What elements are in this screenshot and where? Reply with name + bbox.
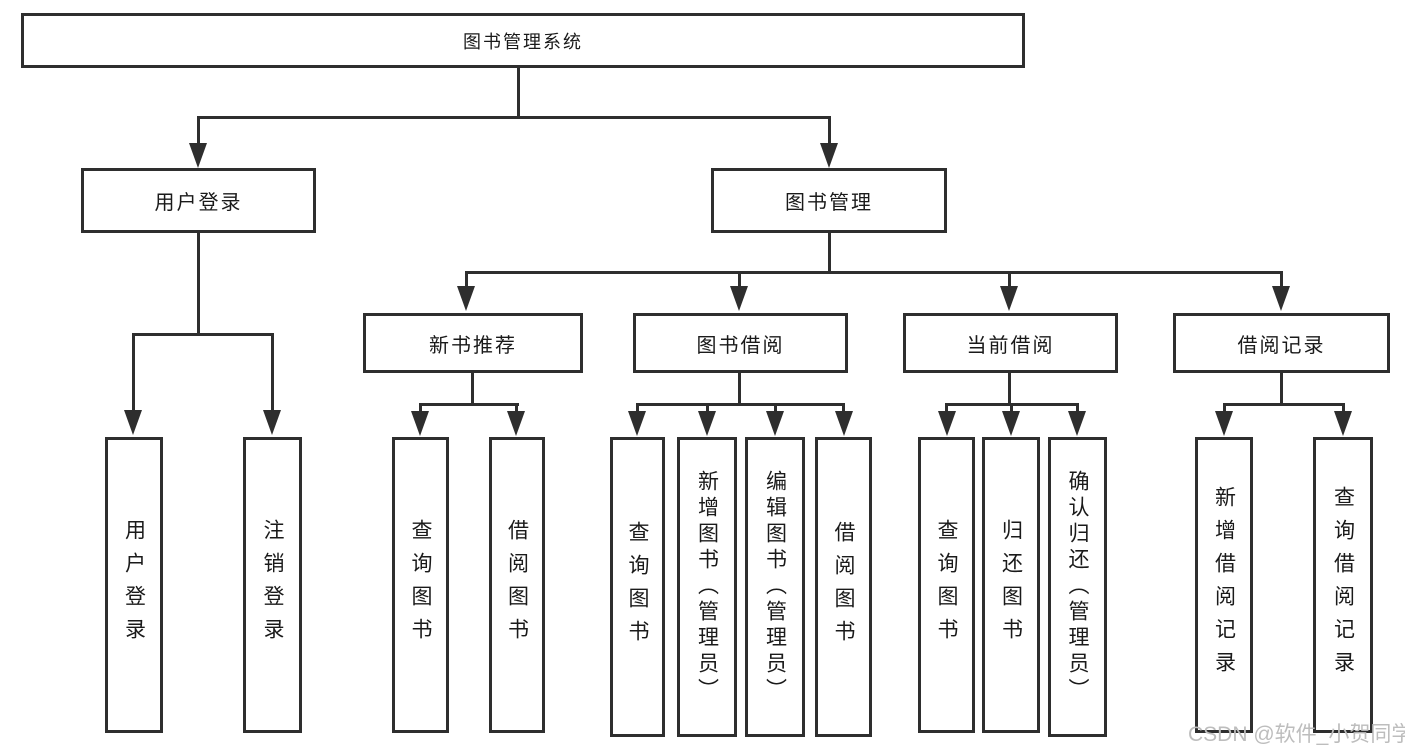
arrowhead-book-mgmt [820,143,838,168]
node-current-borrowing: 当前借阅 [903,313,1118,373]
connector-drop-bb-borrow [842,403,845,413]
node-new-book-recommend: 新书推荐 [363,313,583,373]
connector-drop-bb-query [636,403,639,413]
leaf-rec-query-books-label: 查询图书 [409,519,432,651]
connector-bb-split [636,403,844,406]
arrowhead-cb-return [1002,411,1020,436]
leaf-cb-query-books: 查询图书 [918,437,975,733]
connector-root-trunk [517,68,520,118]
node-book-management: 图书管理 [711,168,947,233]
arrowhead-cb-query [938,411,956,436]
leaf-br-add-record-label: 新增借阅记录 [1212,486,1236,684]
arrowhead-current-borrow [1000,286,1018,311]
arrowhead-br-add [1215,411,1233,436]
leaf-bb-edit-books-admin: 编辑图书（管理员） [745,437,805,737]
connector-root-split [197,116,831,119]
leaf-bb-borrow-books-label: 借阅图书 [832,521,855,653]
arrowhead-bb-edit [766,411,784,436]
connector-drop-rec-borrow [515,403,518,413]
leaf-user-login: 用户登录 [105,437,163,733]
leaf-cb-return-books-label: 归还图书 [999,519,1023,651]
arrowhead-cb-confirm [1068,411,1086,436]
connector-drop-cb-confirm [1076,403,1079,413]
leaf-bb-borrow-books: 借阅图书 [815,437,872,737]
connector-rec-trunk [471,373,474,406]
arrowhead-bb-add [698,411,716,436]
connector-drop-br-query [1342,403,1345,413]
leaf-rec-query-books: 查询图书 [392,437,449,733]
connector-rec-split [419,403,519,406]
leaf-cb-query-books-label: 查询图书 [935,519,958,651]
connector-drop-new-book-rec [465,271,468,288]
arrowhead-br-query [1334,411,1352,436]
connector-drop-bb-edit [774,403,777,413]
arrowhead-user-login [189,143,207,168]
leaf-bb-query-books-label: 查询图书 [626,521,649,653]
arrowhead-new-book-rec [457,286,475,311]
leaf-cb-confirm-return-admin: 确认归还（管理员） [1048,437,1107,737]
arrowhead-book-borrow [730,286,748,311]
leaf-bb-add-books-admin-label: 新增图书（管理员） [695,470,719,704]
connector-drop-book-borrow [738,271,741,288]
arrowhead-leaf-logout [263,410,281,435]
connector-drop-leaf-user-login [132,333,135,412]
connector-mgmt-trunk [828,233,831,274]
connector-drop-current-borrow [1008,271,1011,288]
leaf-rec-borrow-books-label: 借阅图书 [505,519,529,651]
leaf-bb-add-books-admin: 新增图书（管理员） [677,437,737,737]
connector-drop-rec-query [419,403,422,413]
connector-drop-borrow-records [1280,271,1283,288]
leaf-rec-borrow-books: 借阅图书 [489,437,545,733]
connector-drop-book-mgmt [828,116,831,145]
connector-user-trunk [197,233,200,336]
leaf-bb-query-books: 查询图书 [610,437,665,737]
leaf-bb-edit-books-admin-label: 编辑图书（管理员） [763,470,787,704]
arrowhead-rec-query [411,411,429,436]
leaf-cb-confirm-return-admin-label: 确认归还（管理员） [1066,470,1089,704]
arrowhead-borrow-records [1272,286,1290,311]
leaf-br-query-record-label: 查询借阅记录 [1331,486,1355,684]
leaf-logout-label: 注销登录 [261,519,284,651]
arrowhead-leaf-user-login [124,410,142,435]
leaf-br-add-record: 新增借阅记录 [1195,437,1253,733]
connector-mgmt-split [465,271,1283,274]
leaf-cb-return-books: 归还图书 [982,437,1040,733]
connector-drop-user-login [197,116,200,145]
connector-bb-trunk [738,373,741,406]
leaf-br-query-record: 查询借阅记录 [1313,437,1373,733]
node-root-library-system: 图书管理系统 [21,13,1025,68]
leaf-user-login-label: 用户登录 [122,519,146,651]
connector-drop-br-add [1223,403,1226,413]
connector-drop-cb-query [945,403,948,413]
leaf-logout: 注销登录 [243,437,302,733]
arrowhead-rec-borrow [507,411,525,436]
connector-br-split [1223,403,1345,406]
node-book-borrowing: 图书借阅 [633,313,848,373]
node-user-login: 用户登录 [81,168,316,233]
connector-drop-cb-return [1010,403,1013,413]
connector-drop-bb-add [706,403,709,413]
connector-drop-leaf-logout [271,333,274,412]
arrowhead-bb-query [628,411,646,436]
connector-cb-trunk [1008,373,1011,406]
csdn-watermark: CSDN @软件_小贺同学 [1188,723,1405,746]
connector-br-trunk [1280,373,1283,406]
connector-user-split [132,333,274,336]
arrowhead-bb-borrow [835,411,853,436]
node-borrowing-records: 借阅记录 [1173,313,1390,373]
